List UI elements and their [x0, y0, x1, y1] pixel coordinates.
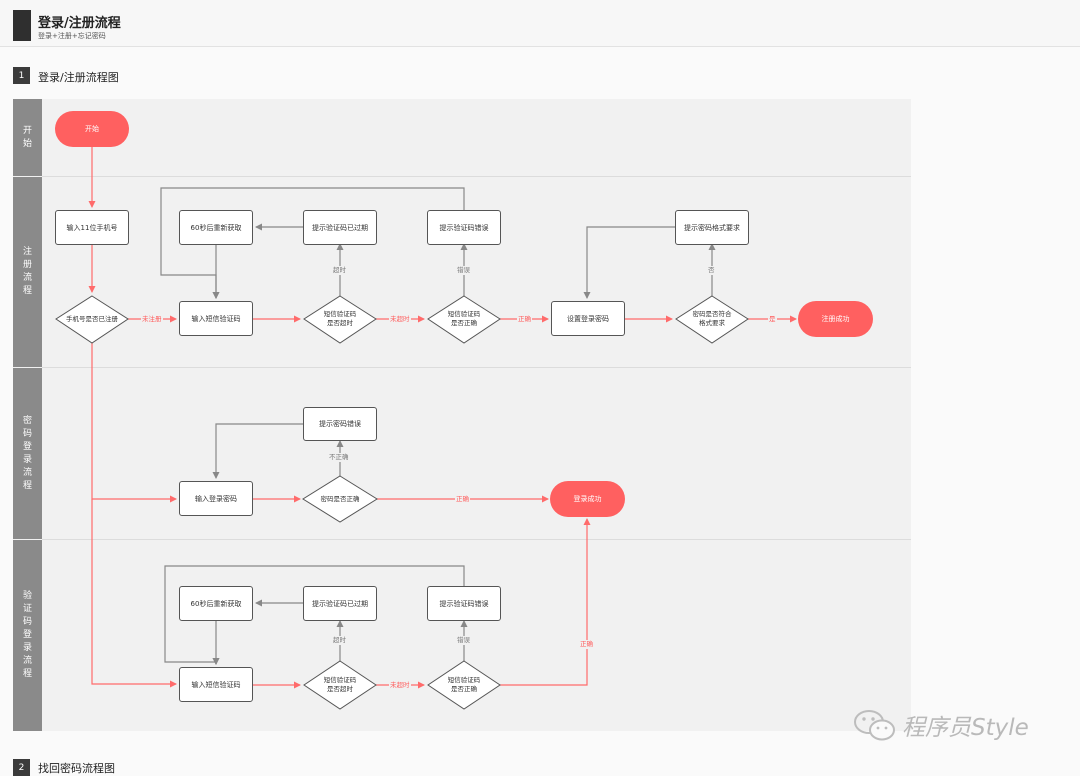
- register-success-node: 注册成功: [798, 301, 873, 337]
- lane-divider: [42, 539, 911, 540]
- lane-label-register: 注册流程: [13, 177, 42, 367]
- edge-label-correct-2: 正确: [579, 640, 594, 649]
- section-number-2: 2: [13, 759, 30, 776]
- input-sms-login-box: 输入短信验证码: [179, 667, 253, 702]
- section-title-1: 登录/注册流程图: [38, 71, 119, 84]
- sms-correct-label-reg: 短信验证码是否正确: [447, 310, 481, 327]
- lane-label-sms-login: 验证码登录流程: [13, 540, 42, 731]
- edge-format-tip-to-set: [583, 226, 675, 299]
- sms-expired-tip-box: 提示验证码已过期: [303, 210, 377, 245]
- input-phone-box: 输入11位手机号: [55, 210, 129, 245]
- sms-timeout-label-login: 短信验证码是否超时: [323, 676, 357, 693]
- edge-label-not-timeout: 未超时: [389, 315, 411, 324]
- section-number-1: 1: [13, 67, 30, 84]
- input-login-pwd-box: 输入登录密码: [179, 481, 253, 516]
- decision-sms-timeout-reg: [303, 295, 377, 344]
- edge-login-error-loop: [164, 565, 465, 665]
- edge-error-loop: [160, 187, 465, 299]
- section-title-2: 找回密码流程图: [38, 762, 115, 775]
- decision-sms-correct-login: [427, 660, 501, 710]
- pwd-error-tip-box: 提示密码错误: [303, 407, 377, 441]
- lane-label-password-login: 密码登录流程: [13, 368, 42, 539]
- watermark-text: 程序员Style: [902, 715, 1029, 741]
- refetch-60s-login-box: 60秒后重新获取: [179, 586, 253, 621]
- phone-registered-label: 手机号是否已注册: [66, 315, 118, 323]
- sms-error-tip-box: 提示验证码错误: [427, 210, 501, 245]
- set-password-box: 设置登录密码: [551, 301, 625, 336]
- edge-label-correct: 正确: [517, 315, 532, 324]
- edge-label-timeout-2: 超时: [332, 636, 347, 645]
- edge-to-sms-login: [91, 499, 177, 688]
- sms-correct-label-login: 短信验证码是否正确: [447, 676, 481, 693]
- edge-label-wrong-2: 错误: [456, 636, 471, 645]
- pwd-correct-label: 密码是否正确: [320, 495, 360, 503]
- wechat-icon: [854, 710, 895, 741]
- lane-divider: [42, 176, 911, 177]
- page-header: 登录/注册流程 登录+注册+忘记密码: [0, 0, 1080, 47]
- pwd-format-label: 密码是否符合格式要求: [692, 310, 732, 327]
- edge-label-wrong: 错误: [456, 266, 471, 275]
- edge-pwd-tip-to-input: [212, 423, 303, 479]
- sms-error-tip-login-box: 提示验证码错误: [427, 586, 501, 621]
- edge-label-timeout: 超时: [332, 266, 347, 275]
- edge-to-password-login: [91, 343, 177, 503]
- pwd-format-tip-box: 提示密码格式要求: [675, 210, 749, 245]
- input-sms-box: 输入短信验证码: [179, 301, 253, 336]
- page-subtitle: 登录+注册+忘记密码: [38, 32, 106, 40]
- lane-label-start: 开始: [13, 99, 42, 176]
- sms-timeout-label-reg: 短信验证码是否超时: [323, 310, 357, 327]
- edge-label-not-registered: 未注册: [141, 315, 163, 324]
- edge-label-no: 否: [707, 266, 716, 275]
- edge-label-incorrect: 不正确: [328, 453, 350, 462]
- sms-expired-tip-login-box: 提示验证码已过期: [303, 586, 377, 621]
- watermark: 程序员Style: [852, 708, 1029, 742]
- start-node: 开始: [55, 111, 129, 147]
- lane-divider: [42, 367, 911, 368]
- decision-sms-timeout-login: [303, 660, 377, 710]
- edge-label-not-timeout-2: 未超时: [389, 681, 411, 690]
- login-success-node: 登录成功: [550, 481, 625, 517]
- decision-phone-registered: [55, 295, 129, 344]
- header-accent-bar: [13, 10, 31, 41]
- edge-sms-login-correct: [500, 518, 591, 686]
- decision-sms-correct-reg: [427, 295, 501, 344]
- page-title: 登录/注册流程: [38, 16, 121, 31]
- decision-pwd-correct: [302, 475, 378, 523]
- refetch-60s-box: 60秒后重新获取: [179, 210, 253, 245]
- edge-label-pwd-correct: 正确: [455, 495, 470, 504]
- decision-pwd-format: [675, 295, 749, 344]
- edge-label-yes: 是: [768, 315, 777, 324]
